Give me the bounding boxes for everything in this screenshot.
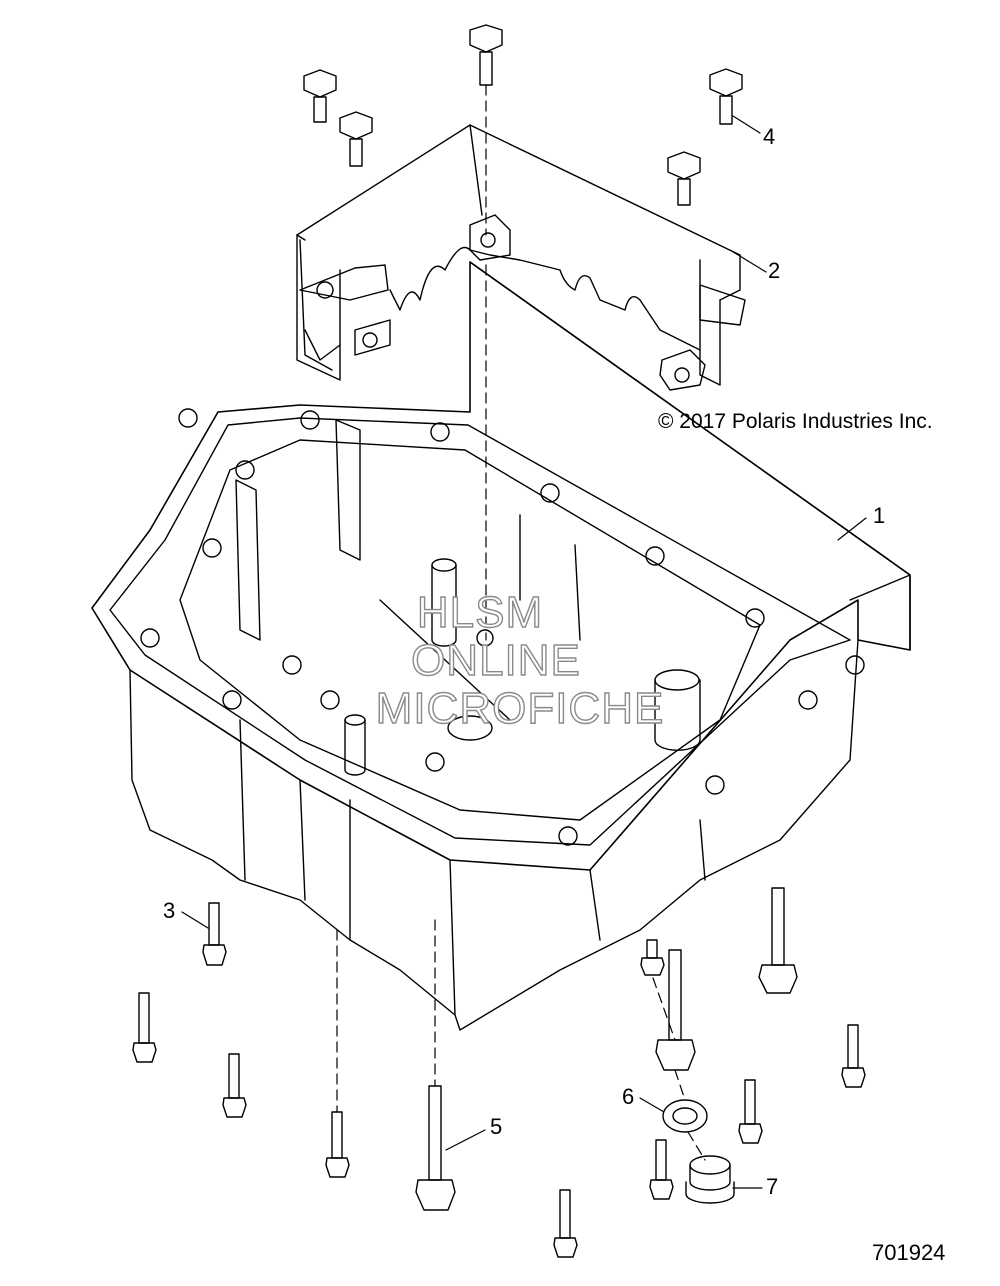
- leader-lines: [181, 115, 867, 1189]
- bolt-l1: [132, 992, 157, 1063]
- center-lines: [336, 84, 706, 1161]
- oil-pan: [91, 261, 911, 1031]
- callout-6: 6: [622, 1084, 634, 1109]
- bolt-long-r: [758, 887, 798, 994]
- callout-1: 1: [873, 503, 885, 528]
- bolt-5: [415, 1085, 456, 1211]
- bolt-b2: [649, 1139, 674, 1200]
- bolt-long-m: [655, 949, 696, 1071]
- drain-washer: [662, 1099, 708, 1133]
- bolt-top-2: [303, 69, 337, 123]
- callout-3: 3: [163, 898, 175, 923]
- bolt-top-5: [667, 151, 701, 206]
- bolt-l2: [222, 1053, 247, 1118]
- bolt-3: [202, 902, 227, 966]
- bolt-top-1: [469, 24, 503, 86]
- drain-plug: [685, 1155, 735, 1204]
- callout-4: 4: [763, 124, 775, 149]
- bolt-pan-top: [640, 939, 665, 976]
- baffle: [296, 124, 746, 391]
- bolt-top-3: [339, 111, 373, 167]
- callout-5: 5: [490, 1114, 502, 1139]
- bolt-r2: [841, 1024, 866, 1088]
- baffle-bolts: [303, 24, 743, 206]
- bolt-b1: [553, 1189, 578, 1258]
- copyright-notice: © 2017 Polaris Industries Inc.: [658, 410, 933, 433]
- callout-2: 2: [768, 258, 780, 283]
- bolt-l3: [325, 1111, 350, 1178]
- bolt-r1: [738, 1079, 763, 1144]
- pan-bolts: [132, 887, 866, 1258]
- figure-number: 701924: [872, 1240, 946, 1265]
- callout-7: 7: [766, 1174, 778, 1199]
- bolt-top-4: [709, 68, 743, 125]
